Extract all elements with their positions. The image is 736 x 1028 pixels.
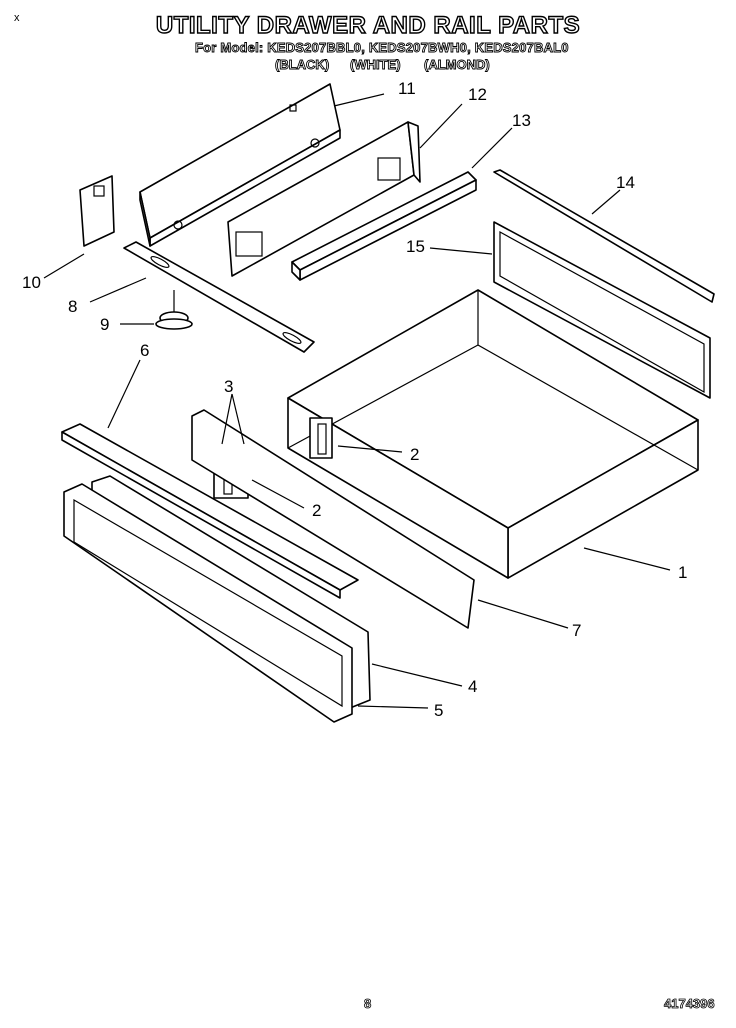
- callout-8: 8: [68, 297, 77, 316]
- part-7-front-panel: [191, 409, 475, 629]
- callout-13: 13: [512, 111, 531, 130]
- callout-3: 3: [224, 377, 233, 396]
- part-8-strap: [123, 241, 315, 353]
- callout-6: 6: [140, 341, 149, 360]
- callout-7: 7: [572, 621, 581, 640]
- leader-lines: [43, 93, 671, 709]
- model-numbers: For Model: KEDS207BBL0, KEDS207BWH0, KED…: [195, 40, 569, 56]
- callout-4: 4: [468, 677, 477, 696]
- part-6-front-trim: [61, 423, 359, 599]
- callout-11: 11: [398, 79, 416, 98]
- part-10-side-bracket: [79, 175, 115, 247]
- part-14-top-trim: [493, 169, 715, 303]
- part-1-drawer-body: [287, 289, 699, 579]
- part-5-outer-frame: [63, 483, 353, 723]
- part-13-slide-rail: [291, 171, 477, 281]
- corner-mark: x: [14, 12, 20, 24]
- callout-10: 10: [22, 273, 41, 292]
- part-9-leveling-foot: [155, 290, 193, 330]
- part-12-rail-bracket: [227, 121, 421, 277]
- callout-2-upper: 2: [410, 445, 419, 464]
- callout-15: 15: [406, 237, 425, 256]
- page-number: 8: [364, 996, 372, 1012]
- part-11-rear-panel: [139, 83, 341, 247]
- callout-labels: 1 2 2 3 4 5 6 7 8 9 10 11 12 13 14 15: [22, 79, 687, 720]
- color-almond-label: (ALMOND): [424, 57, 491, 73]
- callout-5: 5: [434, 701, 443, 720]
- callout-1: 1: [678, 563, 687, 582]
- callout-14: 14: [616, 173, 635, 192]
- part-2-clip-right: [309, 417, 333, 459]
- color-black-label: (BLACK): [275, 57, 330, 73]
- document-number: 4174396: [664, 996, 715, 1012]
- callout-2-lower: 2: [312, 501, 321, 520]
- color-white-label: (WHITE): [350, 57, 401, 73]
- part-15-back-panel: [493, 221, 711, 399]
- callout-12: 12: [468, 85, 487, 104]
- callout-9: 9: [100, 315, 109, 334]
- page-title: UTILITY DRAWER AND RAIL PARTS: [155, 11, 581, 39]
